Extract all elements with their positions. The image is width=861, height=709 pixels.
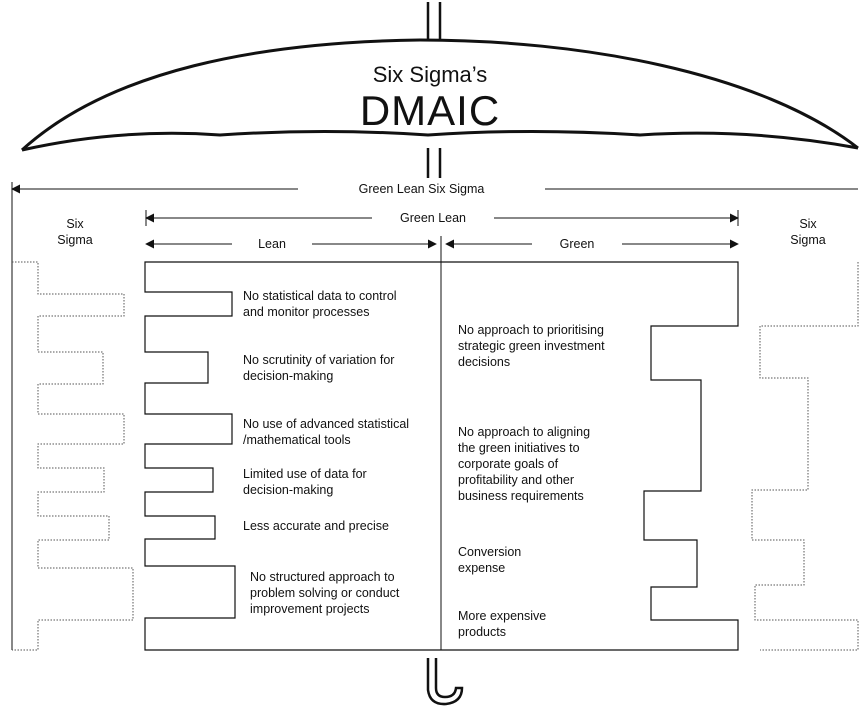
green-item-line: strategic green investment: [458, 339, 605, 353]
lean-item-line: decision-making: [243, 369, 334, 383]
lean-item-line: and monitor processes: [243, 305, 370, 319]
lean-item: No structured approach to problem solvin…: [250, 569, 440, 617]
right-six-sigma-outline: [751, 262, 859, 651]
green-item-line: expense: [458, 561, 506, 575]
lean-step-outline: [144, 261, 441, 651]
lean-span-label: Lean: [258, 237, 286, 251]
green-item: No approach to prioritising strategic gr…: [458, 322, 648, 370]
lean-item-line: improvement projects: [250, 602, 370, 616]
left-six-sigma-line1: Six: [66, 217, 84, 231]
green-span-label: Green: [559, 237, 595, 251]
green-item-line: Conversion: [458, 545, 522, 559]
green-item-line: the green initiatives to: [458, 441, 580, 455]
green-item-line: More expensive: [458, 609, 547, 623]
green-item-line: No approach to prioritising: [458, 323, 604, 337]
green-item-line: products: [458, 625, 506, 639]
lean-item-line: /mathematical tools: [243, 433, 351, 447]
lean-item-line: Limited use of data for: [243, 467, 367, 481]
green-step-outline: [441, 261, 739, 651]
lean-item: Limited use of data for decision-making: [243, 466, 438, 498]
green-item: More expensive products: [458, 608, 608, 640]
green-item: Conversion expense: [458, 544, 608, 576]
lean-item-line: No statistical data to control: [243, 289, 397, 303]
right-six-sigma-line1: Six: [799, 217, 817, 231]
diagram-title-line1: Six Sigma’s: [372, 62, 488, 87]
boundary-lines: [11, 182, 739, 650]
lean-item: No use of advanced statistical /mathemat…: [243, 416, 439, 448]
green-item-line: corporate goals of: [458, 457, 559, 471]
diagram-title-line2: DMAIC: [359, 87, 501, 134]
lean-item: No statistical data to control and monit…: [243, 288, 438, 320]
umbrella-tip: [426, 2, 442, 40]
right-six-sigma-line2: Sigma: [790, 233, 826, 247]
green-item-line: profitability and other: [458, 473, 575, 487]
green-item-line: No approach to aligning: [458, 425, 591, 439]
canopy-scallops: [21, 130, 859, 152]
left-six-sigma-label: Six Sigma: [40, 216, 110, 248]
lean-item-line: decision-making: [243, 483, 334, 497]
lean-item-line: problem solving or conduct: [250, 586, 400, 600]
right-six-sigma-label: Six Sigma: [773, 216, 843, 248]
lean-item-line: Less accurate and precise: [243, 519, 389, 533]
umbrella-canopy: [20, 38, 859, 152]
green-item: No approach to aligning the green initia…: [458, 424, 638, 504]
lean-item: No scrutinity of variation for decision-…: [243, 352, 438, 384]
umbrella-shaft: [426, 2, 464, 706]
left-six-sigma-outline: [12, 261, 134, 651]
lean-item: Less accurate and precise: [243, 518, 438, 534]
outer-span-label: Green Lean Six Sigma: [358, 182, 485, 196]
shaft-upper: [426, 148, 442, 178]
lean-item-line: No use of advanced statistical: [243, 417, 410, 431]
lean-item-line: No scrutinity of variation for: [243, 353, 395, 367]
umbrella-handle: [426, 658, 464, 706]
green-item-line: business requirements: [458, 489, 584, 503]
canopy-top-curve: [20, 38, 859, 152]
left-six-sigma-line2: Sigma: [57, 233, 93, 247]
lean-item-line: No structured approach to: [250, 570, 395, 584]
green-lean-span-label: Green Lean: [399, 211, 467, 225]
span-arrows: [11, 184, 858, 249]
green-item-line: decisions: [458, 355, 511, 369]
